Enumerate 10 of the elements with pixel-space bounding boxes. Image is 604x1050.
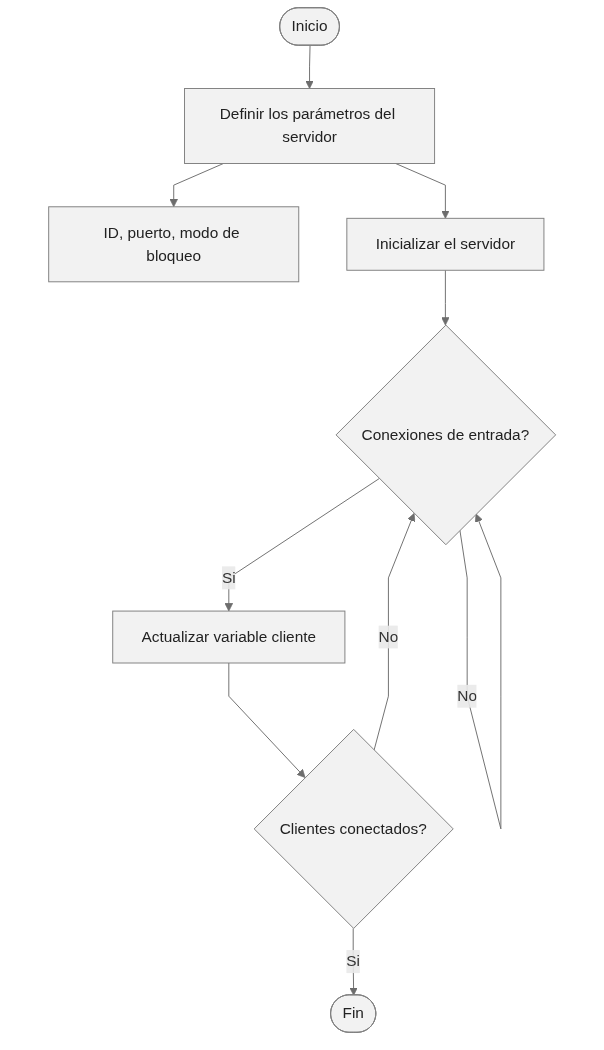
node-box: ID, puerto, modo de bloqueo (48, 206, 300, 283)
node-box: Inicializar el servidor (346, 217, 545, 271)
node-diamond: Clientes conectados? (253, 728, 454, 929)
edge-label: Si (221, 569, 236, 586)
edge-label: No (457, 687, 477, 704)
edge-label: No (378, 628, 399, 645)
node-box: Actualizar variable cliente (112, 610, 346, 664)
node-box: Definir los parámetros del servidor (183, 88, 435, 164)
edge-label: Si (346, 952, 360, 970)
node-diamond: Conexiones de entrada? (335, 324, 556, 546)
